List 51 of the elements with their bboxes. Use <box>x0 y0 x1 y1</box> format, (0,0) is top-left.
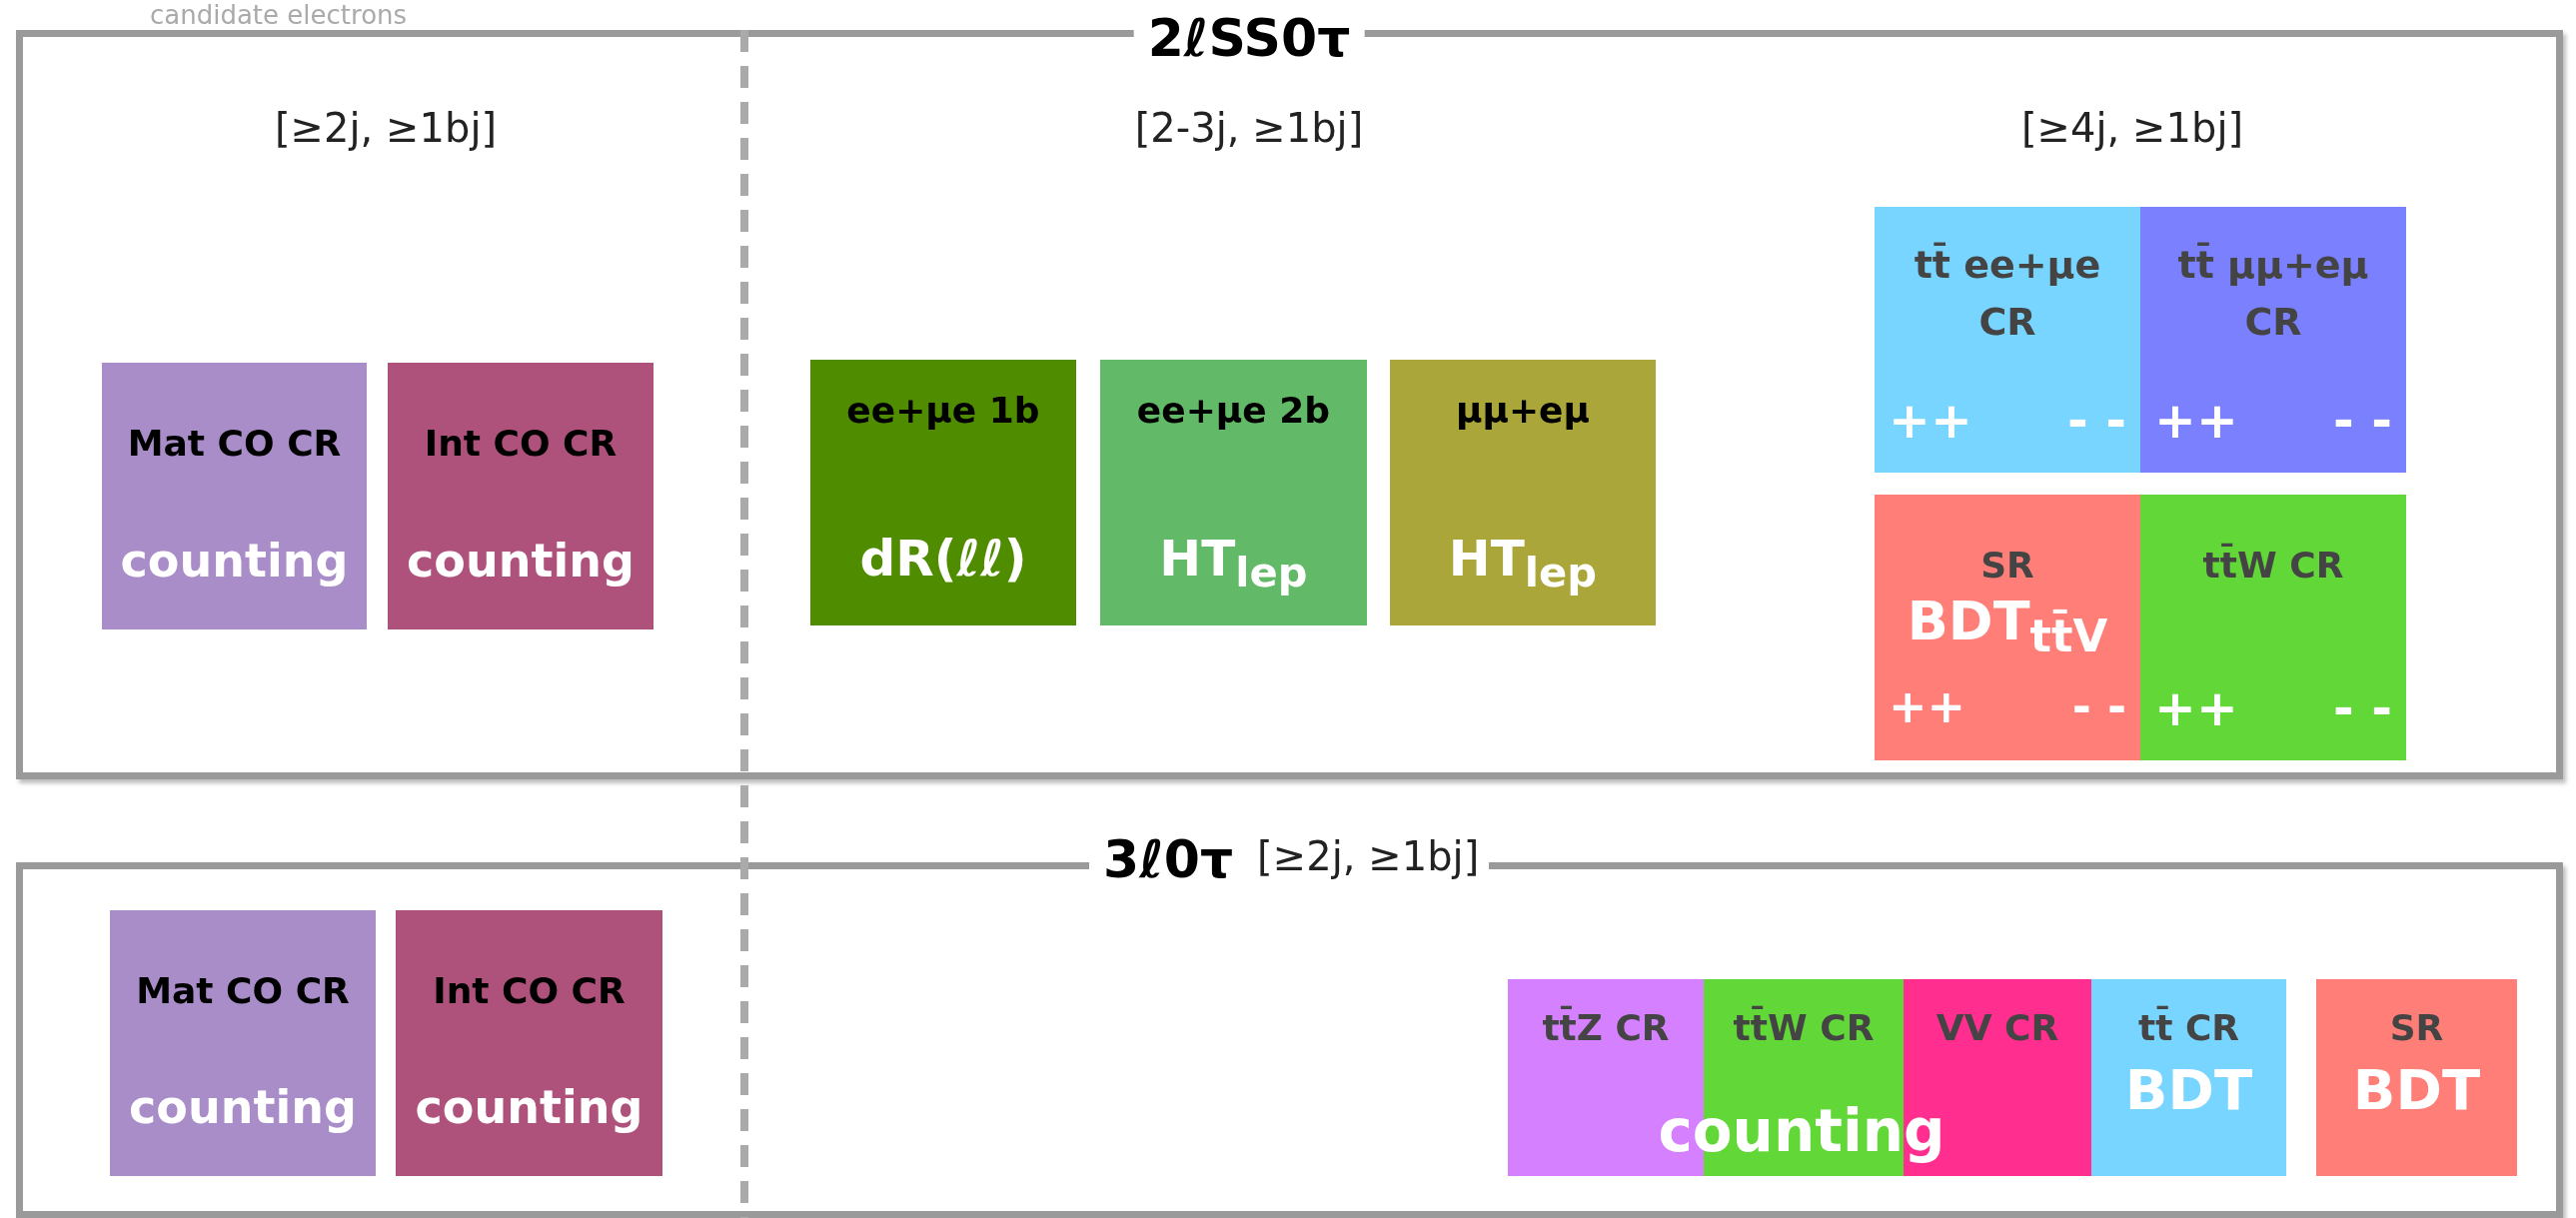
charge-label: - - <box>2071 679 2126 733</box>
region-box <box>2140 207 2406 473</box>
method-text: counting <box>119 533 350 588</box>
region-box <box>110 910 376 1176</box>
region-name: tt̄Z CR <box>1541 1007 1671 1049</box>
region-box <box>2140 495 2406 760</box>
region-box <box>102 363 367 629</box>
region-name: Int CO CR <box>432 970 627 1011</box>
method-text: counting <box>128 1080 358 1134</box>
region-box <box>2091 979 2286 1176</box>
region-name: SR <box>2388 1007 2445 1049</box>
region-name: VV CR <box>1934 1007 2060 1049</box>
column-header: [≥2j, ≥1bj] <box>274 105 498 151</box>
note-text: candidate electrons <box>150 0 408 30</box>
fit-variable: BDT$_{tt̄V}$ <box>1906 590 2109 662</box>
charge-label: ++ <box>1889 392 1972 450</box>
region-name: μμ+eμ <box>1454 390 1592 431</box>
region-box <box>396 910 662 1176</box>
region-name: ee+μe 1b <box>845 390 1041 431</box>
column-header: [≥4j, ≥1bj] <box>2020 105 2244 151</box>
region-name: Mat CO CR <box>135 970 351 1011</box>
region-box <box>810 360 1076 625</box>
charge-label: - - <box>2333 392 2392 450</box>
region-name: tt̄W CR <box>2201 545 2345 586</box>
region-name: tt̄ CR <box>2136 1007 2241 1049</box>
region-box <box>1875 207 2140 473</box>
fit-variable: dR(ℓℓ) <box>858 530 1028 588</box>
region-name: ee+μe 2b <box>1135 390 1332 431</box>
charge-label: ++ <box>2154 679 2238 737</box>
region-box <box>2316 979 2517 1176</box>
region-box <box>388 363 653 629</box>
region-box <box>1875 495 2140 760</box>
charge-label: ++ <box>2154 392 2238 450</box>
charge-label: - - <box>2333 679 2392 737</box>
method-text: counting <box>406 533 636 588</box>
region-name: Int CO CR <box>423 423 619 465</box>
region-name: tt̄ ee+μe CR <box>1913 241 2102 346</box>
region-box <box>1100 360 1367 625</box>
fit-variable: BDT <box>2123 1056 2254 1122</box>
charge-label: - - <box>2067 392 2126 450</box>
region-name: Mat CO CR <box>126 423 343 465</box>
fit-variable: HT$_{lep}$ <box>1158 530 1309 597</box>
region-name: SR <box>1979 545 2035 586</box>
fit-variable: HT$_{lep}$ <box>1447 530 1599 597</box>
method-text: counting <box>414 1080 644 1134</box>
region-name: tt̄W CR <box>1732 1007 1876 1049</box>
column-header: [2-3j, ≥1bj] <box>1134 105 1364 151</box>
fit-variable: BDT <box>2351 1056 2482 1122</box>
region-box <box>1390 360 1656 625</box>
region-name: tt̄ μμ+eμ CR <box>2176 241 2370 346</box>
charge-label: ++ <box>1889 679 1966 733</box>
